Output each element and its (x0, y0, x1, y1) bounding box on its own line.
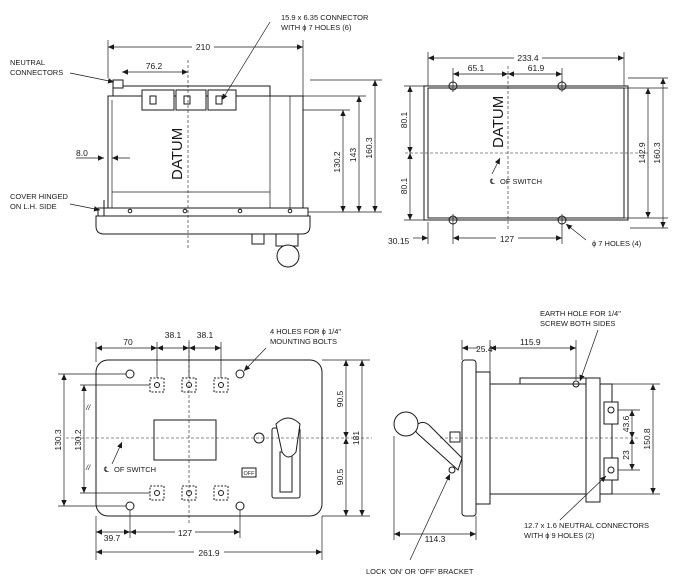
end-view: 25.4 115.9 EARTH HOLE FOR 1/4" SCREW BOT… (366, 309, 660, 576)
neutral-label-line1: NEUTRAL (10, 58, 45, 67)
earth-hole (572, 380, 580, 388)
connector-note-line2: WITH ϕ 7 HOLES (6) (281, 23, 352, 32)
neutral-label-line2: WITH ϕ 9 HOLES (2) (524, 531, 595, 540)
bolts-label-line2: MOUNTING BOLTS (270, 337, 337, 346)
dim-150-8: 150.8 (642, 428, 652, 450)
dim-130-3: 130.3 (53, 429, 63, 451)
front-flange (461, 359, 477, 517)
dim-210: 210 (196, 42, 210, 52)
neutral-connector (112, 79, 124, 89)
dim-38-1-b: 38.1 (197, 330, 214, 340)
dim-181: 181 (351, 431, 361, 445)
datum-label: DATUM (169, 128, 186, 180)
cl-symbol: ℄ (103, 465, 110, 474)
cl-symbol: ℄ (489, 177, 496, 186)
dim-261-9: 261.9 (198, 548, 220, 558)
off-label: OFF (244, 471, 256, 477)
neutral-label-line1: 12.7 x 1.6 NEUTRAL CONNECTORS (524, 521, 649, 530)
dim-30-15: 30.15 (388, 236, 410, 246)
datum-label: DATUM (490, 96, 507, 148)
body (489, 383, 587, 495)
cover-plate (95, 215, 311, 235)
connector-note-line1: 15.9 x 6.35 CONNECTOR (281, 13, 369, 22)
switch-body (107, 95, 304, 209)
front-view: OFF ℄ OF SWITCH 70 38.1 38.1 4 HOLES FOR… (53, 327, 372, 560)
dim-130-2: 130.2 (332, 151, 342, 173)
bolt-hole (235, 369, 245, 379)
dim-130-2: 130.2 (73, 429, 83, 451)
dim-90-5-bottom: 90.5 (335, 468, 345, 485)
dim-114-3: 114.3 (425, 534, 446, 544)
dim-80-1-bottom: 80.1 (399, 177, 409, 194)
dim-127: 127 (500, 234, 514, 244)
dim-90-5-top: 90.5 (335, 390, 345, 407)
handle-boss (251, 233, 265, 245)
dim-43-6: 43.6 (621, 415, 631, 432)
lock-bracket-label: LOCK 'ON' OR 'OFF' BRACKET (366, 567, 474, 576)
holes-label: ϕ 7 HOLES (4) (592, 239, 642, 248)
svg-text://: // (85, 463, 91, 472)
indicator-window (153, 419, 217, 461)
neutral-label-line2: CONNECTORS (10, 68, 63, 77)
dim-39-7: 39.7 (104, 533, 121, 543)
handle-knob (276, 244, 300, 268)
earth-label-line1: EARTH HOLE FOR 1/4" (540, 309, 621, 318)
dim-143: 143 (348, 148, 358, 162)
dim-127: 127 (178, 528, 192, 538)
dim-70: 70 (123, 337, 133, 347)
lock-stud (449, 431, 461, 443)
dim-142-9: 142.9 (637, 142, 647, 164)
earth-label-line2: SCREW BOTH SIDES (540, 319, 615, 328)
dim-160-3: 160.3 (364, 137, 374, 159)
dim-25-4: 25.4 (476, 344, 493, 354)
dim-23: 23 (621, 450, 631, 460)
dim-8-0: 8.0 (76, 148, 88, 158)
connector-block-2 (175, 89, 207, 111)
dim-160-3: 160.3 (652, 142, 662, 164)
plan-view: DATUM ℄ OF SWITCH 233.4 65.1 61.9 80.1 8… (388, 50, 668, 248)
handle-lever (275, 417, 301, 458)
dim-76-2: 76.2 (146, 61, 163, 71)
dim-80-1-top: 80.1 (399, 111, 409, 128)
handle-knob (393, 411, 419, 437)
handle-stem (275, 233, 299, 247)
dim-233-4: 233.4 (517, 53, 539, 63)
dim-65-1: 65.1 (468, 63, 485, 73)
connector-block-1 (141, 89, 175, 111)
neutral-connector (603, 457, 619, 481)
cl-switch-label: OF SWITCH (114, 465, 156, 474)
bolts-label-line1: 4 HOLES FOR ϕ 1/4" (270, 327, 341, 336)
dim-115-9: 115.9 (520, 337, 541, 347)
dim-38-1-a: 38.1 (165, 330, 182, 340)
svg-text://: // (85, 403, 91, 412)
side-elevation-view: DATUM 210 76.2 15.9 x 6.35 CONNECTOR WIT… (10, 13, 382, 268)
cover-label-line2: ON L.H. SIDE (10, 202, 57, 211)
handle-lever (414, 421, 463, 471)
cover-label-line1: COVER HINGED (10, 192, 69, 201)
cl-switch-label: OF SWITCH (500, 177, 542, 186)
dim-61-9: 61.9 (528, 63, 545, 73)
